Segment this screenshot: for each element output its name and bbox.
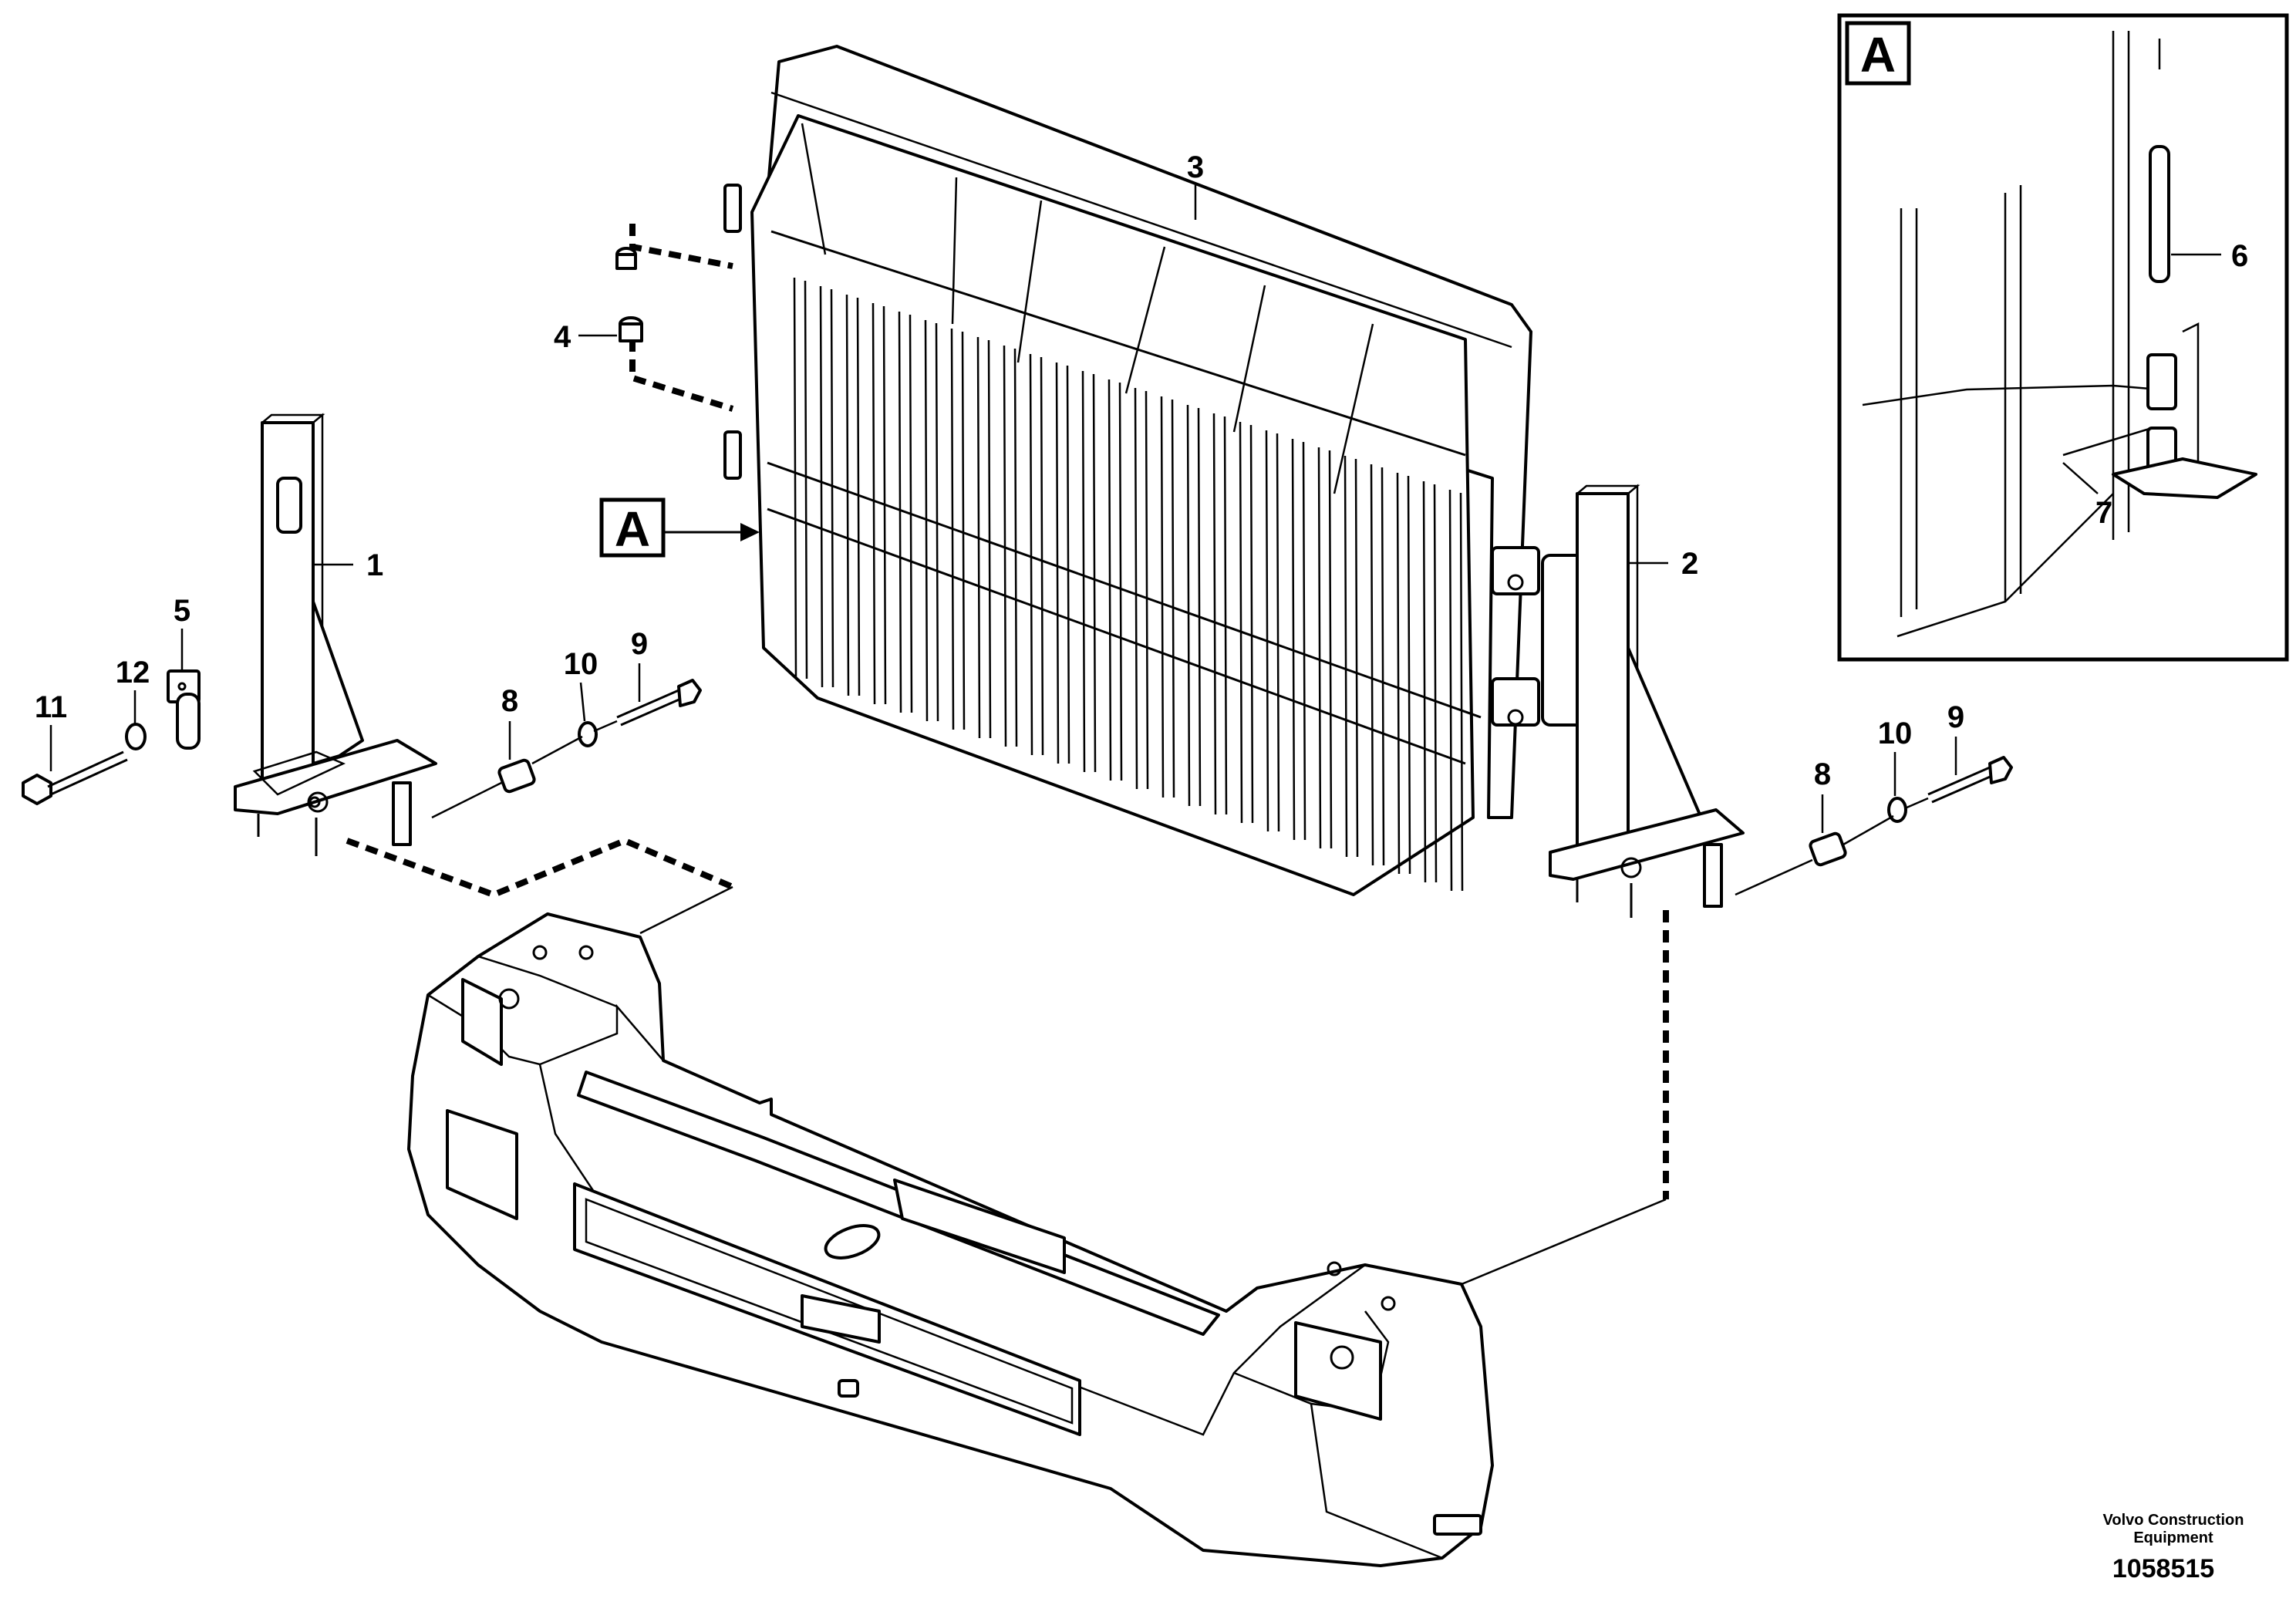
detail-view-inset — [1837, 13, 2289, 662]
callout-7: 7 — [2062, 462, 2112, 530]
caps-item-4 — [615, 247, 643, 342]
grille-slat — [1291, 438, 1306, 841]
radiator-grille-guard — [723, 45, 1598, 896]
callout-2: 2 — [1630, 547, 1698, 581]
link-line-left — [639, 885, 733, 935]
washer-item-12 — [125, 723, 147, 750]
svg-text:10: 10 — [564, 647, 598, 681]
grille-slat — [1344, 455, 1359, 858]
grille-slat — [1396, 472, 1411, 875]
washer-item-10-left — [578, 721, 598, 747]
svg-text:11: 11 — [35, 690, 67, 724]
grille-slat — [1160, 396, 1175, 798]
svg-text:12: 12 — [116, 656, 150, 690]
grille-slat — [1055, 362, 1070, 764]
grille-slat — [819, 285, 834, 688]
dashed-link-4-upper — [629, 224, 733, 269]
bushing-item-8-right — [1809, 831, 1847, 867]
grille-slat — [1134, 387, 1149, 790]
grille-slat — [1108, 379, 1123, 781]
grille-slat — [924, 319, 939, 722]
svg-text:7: 7 — [2095, 496, 2112, 530]
dashed-link-4-lower — [629, 339, 734, 412]
left-post-assembly-item-1 — [234, 413, 437, 856]
svg-text:2: 2 — [1681, 547, 1698, 581]
bolt-item-9-right — [1927, 756, 2013, 804]
grille-slat — [1265, 430, 1280, 832]
grille-slat — [1448, 489, 1464, 892]
svg-text:4: 4 — [554, 320, 571, 354]
bolt-item-9-left — [616, 679, 702, 727]
credit-line-1: Volvo Construction — [2103, 1512, 2244, 1529]
left-axis-line-2 — [531, 720, 618, 765]
callout-11: 11 — [35, 690, 67, 771]
counterweight — [407, 912, 1494, 1567]
grille-slat — [1029, 353, 1044, 756]
callout-8-right: 8 — [1814, 757, 1831, 833]
bracket-item-5 — [167, 669, 201, 750]
right-post-assembly-item-2 — [1549, 484, 1745, 918]
grille-slat — [950, 328, 966, 730]
svg-text:6: 6 — [2231, 239, 2248, 273]
bolt-item-11 — [22, 750, 128, 805]
grille-slat — [1186, 404, 1202, 807]
grille-slat — [1081, 370, 1097, 773]
callout-10-left: 10 — [564, 647, 598, 722]
svg-text:10: 10 — [1878, 717, 1913, 750]
callout-9-left: 9 — [631, 627, 648, 702]
svg-text:8: 8 — [1814, 757, 1831, 791]
grille-slat — [976, 336, 992, 739]
callout-8-left: 8 — [501, 684, 518, 760]
document-number: 1058515 — [2112, 1554, 2214, 1583]
detail-inset-label-a: A — [1845, 21, 1911, 86]
link-line-right — [1461, 1198, 1667, 1286]
detail-marker-a: A — [599, 497, 760, 558]
credit-line-2: Equipment — [2133, 1529, 2213, 1546]
svg-text:9: 9 — [631, 627, 648, 661]
grille-slat — [845, 294, 861, 696]
grille-slat — [1317, 447, 1333, 849]
left-axis-line — [431, 781, 502, 819]
svg-text:5: 5 — [174, 594, 190, 628]
callout-9-right: 9 — [1947, 700, 1964, 775]
grille-slat — [1003, 345, 1018, 747]
callout-3: 3 — [1187, 150, 1204, 220]
callout-12: 12 — [116, 656, 150, 723]
dashed-link-1-to-counterweight — [346, 837, 734, 899]
callout-5: 5 — [174, 594, 190, 669]
grille-slat — [1422, 481, 1438, 883]
grille-slat — [872, 302, 887, 705]
svg-text:A: A — [615, 501, 650, 557]
grille-slat — [1370, 464, 1385, 866]
callout-1: 1 — [315, 548, 383, 582]
callout-4: 4 — [554, 320, 617, 354]
grille-slat — [1239, 421, 1254, 824]
bushing-item-8-left — [497, 758, 536, 794]
grille-slat — [898, 311, 913, 713]
right-axis-line — [1735, 797, 1929, 896]
callout-6: 6 — [2171, 239, 2248, 273]
svg-text:9: 9 — [1947, 700, 1964, 734]
svg-text:A: A — [1860, 27, 1896, 83]
svg-text:3: 3 — [1187, 150, 1204, 184]
grille-slats — [793, 277, 1464, 892]
svg-text:8: 8 — [501, 684, 518, 718]
svg-text:1: 1 — [366, 548, 383, 582]
grille-slat — [1212, 413, 1228, 815]
callout-10-right: 10 — [1878, 717, 1913, 796]
grille-slat — [793, 277, 808, 679]
